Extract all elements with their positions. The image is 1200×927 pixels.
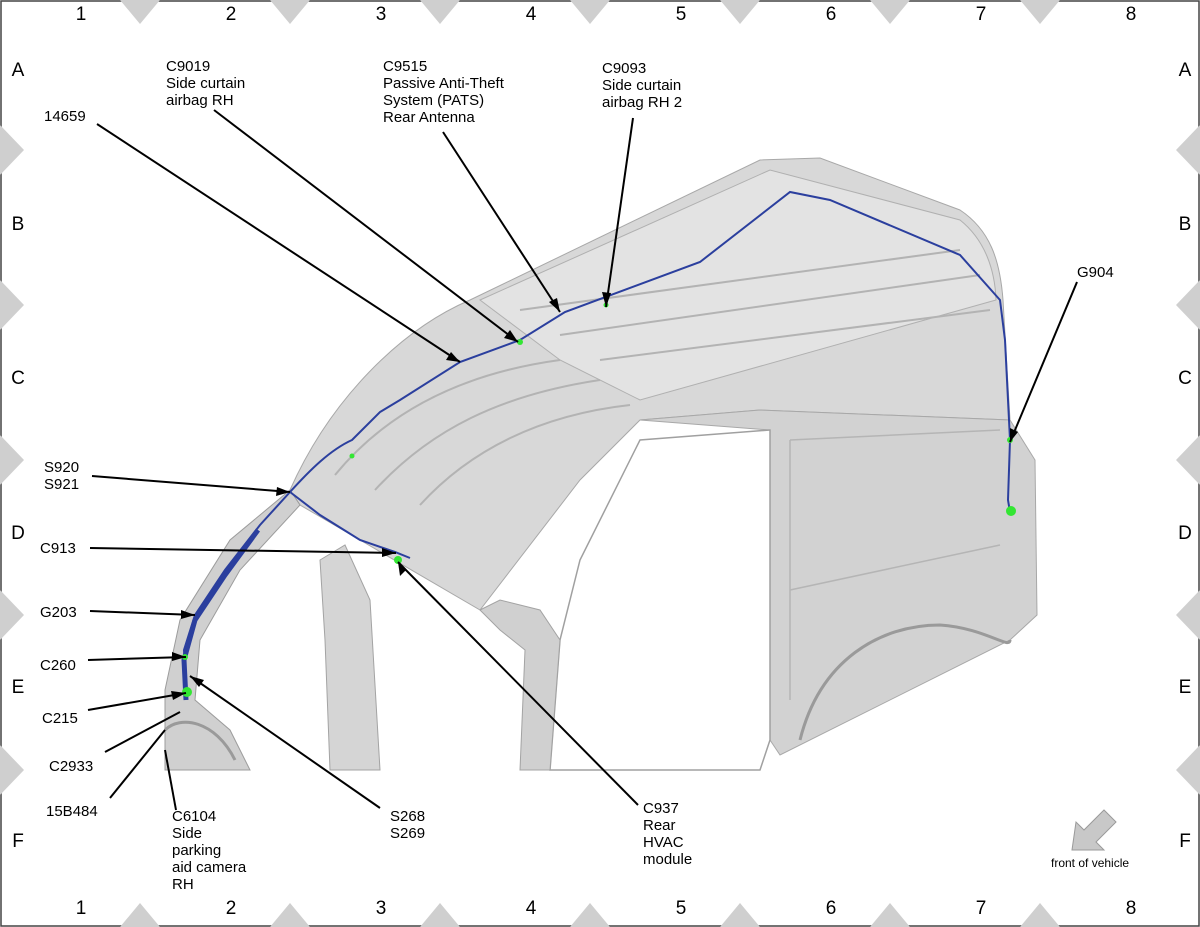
grid-row-b: B — [11, 214, 25, 235]
grid-col-3: 3 — [375, 4, 387, 25]
connector-c215 — [182, 687, 192, 697]
front-wheel-arch — [163, 720, 237, 761]
label-c6104: C6104 Side parking aid camera RH — [172, 808, 247, 893]
grid-col-7: 7 — [975, 4, 987, 25]
b-pillar — [319, 544, 381, 771]
grid-row-a-right: A — [1178, 60, 1192, 81]
grid-row-d-right: D — [1178, 523, 1192, 544]
grid-col-1-bottom: 1 — [75, 898, 87, 919]
label-g904: G904 — [1077, 264, 1114, 281]
connectors — [182, 302, 1016, 697]
grid-row-a: A — [11, 60, 25, 81]
label-14659: 14659 — [44, 108, 86, 125]
grid-col-5-bottom: 5 — [675, 898, 687, 919]
label-c215: C215 — [42, 710, 78, 727]
grid-col-1: 1 — [75, 4, 87, 25]
front-of-vehicle-label: front of vehicle — [1051, 856, 1130, 870]
label-c9093: C9093 Side curtain airbag RH 2 — [602, 60, 683, 111]
wiring-harness — [181, 190, 1012, 701]
grid-col-2-bottom: 2 — [225, 898, 237, 919]
grid-col-2: 2 — [225, 4, 237, 25]
side-panel-lines — [789, 429, 1001, 700]
grid-col-6-bottom: 6 — [825, 898, 837, 919]
grid-col-5: 5 — [675, 4, 687, 25]
label-c260: C260 — [40, 657, 76, 674]
grid-row-f: F — [12, 831, 24, 852]
label-s920-s921: S920 S921 — [44, 459, 80, 493]
connector-c9019 — [517, 339, 523, 345]
label-c2933: C2933 — [49, 758, 94, 775]
van-body — [163, 157, 1038, 771]
leader-arrowheads — [171, 292, 1018, 700]
label-c937: C937 Rear HVAC module — [643, 800, 693, 868]
grid-col-3-bottom: 3 — [375, 898, 387, 919]
grid-col-8: 8 — [1125, 4, 1137, 25]
label-15b484: 15B484 — [46, 803, 98, 820]
connector-rear — [1006, 506, 1016, 516]
grid-row-f-right: F — [1179, 831, 1191, 852]
label-s268-s269: S268 S269 — [390, 808, 426, 842]
label-c913: C913 — [40, 540, 76, 557]
grid-row-e: E — [11, 677, 25, 698]
side-door-opening — [549, 429, 771, 771]
label-g203: G203 — [40, 604, 77, 621]
grid-row-e-right: E — [1178, 677, 1192, 698]
label-c9019: C9019 Side curtain airbag RH — [166, 58, 246, 109]
inner-frame — [479, 599, 561, 771]
grid-col-7-bottom: 7 — [975, 898, 987, 919]
harness-front-bundle — [181, 528, 261, 701]
front-of-vehicle-arrow-icon — [1071, 809, 1117, 851]
rear-wheel-arch — [798, 623, 1012, 741]
grid-row-c: C — [11, 368, 25, 389]
grid-row-c-right: C — [1178, 368, 1192, 389]
connector-c913 — [394, 556, 402, 564]
label-c9515: C9515 Passive Anti-Theft System (PATS) R… — [383, 58, 504, 126]
grid-col-4: 4 — [525, 4, 537, 25]
grid-row-d: D — [11, 523, 25, 544]
grid-col-4-bottom: 4 — [525, 898, 537, 919]
grid-row-b-right: B — [1178, 214, 1192, 235]
connector-roof — [349, 453, 355, 459]
leader-lines — [87, 109, 1078, 811]
grid-col-8-bottom: 8 — [1125, 898, 1137, 919]
harness-hvac-branch — [289, 491, 411, 559]
grid-col-6: 6 — [825, 4, 837, 25]
